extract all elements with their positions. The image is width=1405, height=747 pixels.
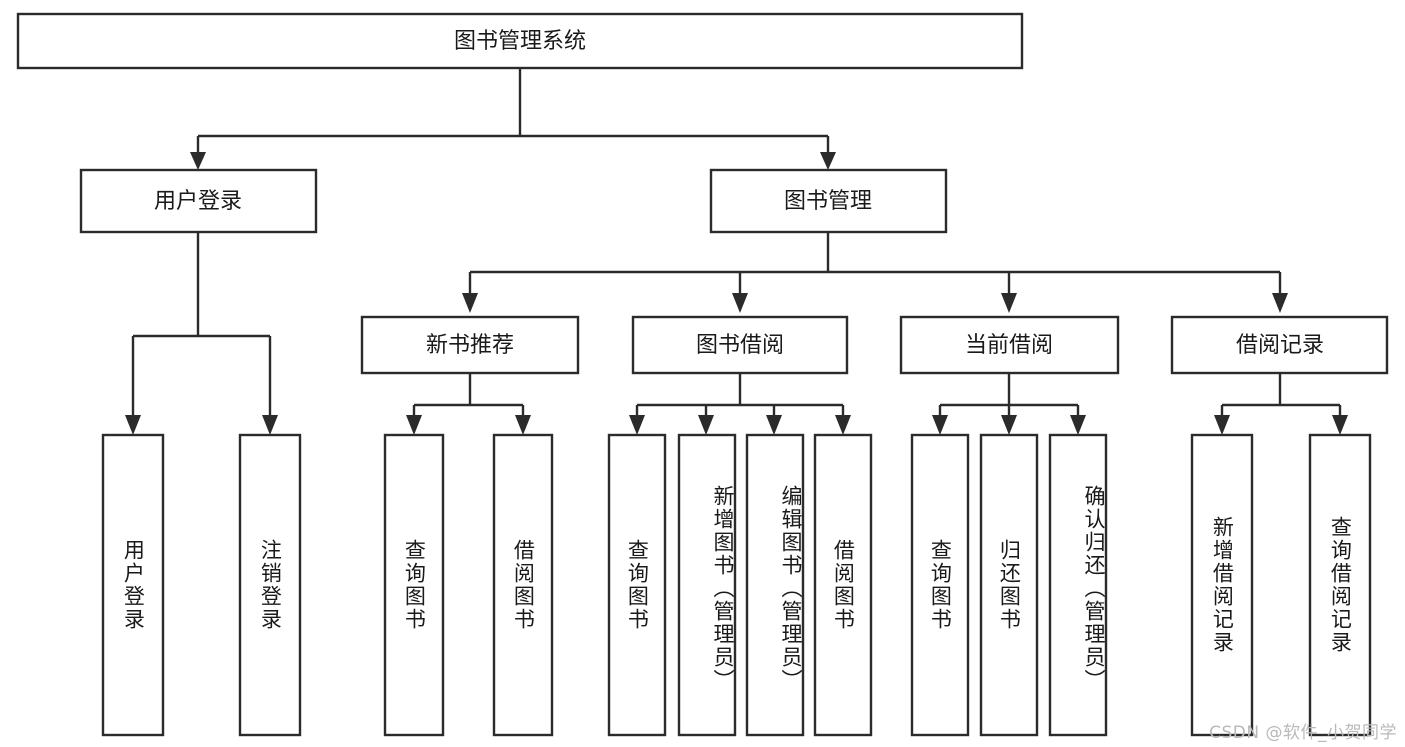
arrow-head-leaf-confirm-return bbox=[1070, 415, 1086, 435]
node-new-book-recommend-box[interactable] bbox=[360, 315, 580, 375]
arrow-head-user-login bbox=[190, 152, 206, 170]
node-book-management-box[interactable] bbox=[709, 168, 948, 234]
node-book-borrow-label: 图书借阅 bbox=[696, 333, 784, 358]
node-new-book-recommend[interactable]: 新书推荐 bbox=[360, 315, 580, 375]
node-leaf-borrow-book-2-box[interactable] bbox=[813, 433, 873, 737]
node-leaf-user-login-box[interactable] bbox=[101, 433, 165, 737]
node-borrow-record-label: 借阅记录 bbox=[1236, 333, 1324, 358]
arrow-head-leaf-add-record bbox=[1214, 415, 1230, 435]
arrow-head-leaf-borrow-book-1 bbox=[515, 415, 531, 435]
arrow-head-leaf-user-login bbox=[125, 415, 141, 435]
node-leaf-add-record-box[interactable] bbox=[1190, 433, 1254, 737]
node-current-borrow[interactable]: 当前借阅 bbox=[899, 315, 1120, 375]
arrow-head-new-book-recommend bbox=[462, 293, 478, 313]
node-root-box[interactable] bbox=[16, 12, 1024, 70]
node-leaf-edit-book-box[interactable] bbox=[745, 433, 805, 737]
node-book-management-label: 图书管理 bbox=[784, 189, 872, 214]
node-leaf-query-book-2-box[interactable] bbox=[607, 433, 667, 737]
node-book-borrow-box[interactable] bbox=[631, 315, 849, 375]
node-book-management[interactable]: 图书管理 bbox=[709, 168, 948, 234]
node-current-borrow-box[interactable] bbox=[899, 315, 1120, 375]
arrow-head-borrow-record bbox=[1272, 293, 1288, 313]
arrow-head-book-borrow bbox=[732, 293, 748, 313]
arrow-head-leaf-return-book bbox=[1001, 415, 1017, 435]
arrow-head-leaf-query-record bbox=[1332, 415, 1348, 435]
node-new-book-recommend-label: 新书推荐 bbox=[426, 333, 514, 358]
arrow-head-leaf-query-book-3 bbox=[932, 415, 948, 435]
arrow-head-book-management bbox=[820, 152, 836, 170]
node-leaf-return-book-box[interactable] bbox=[979, 433, 1039, 737]
arrow-head-leaf-borrow-book-2 bbox=[835, 415, 851, 435]
node-user-login-label: 用户登录 bbox=[154, 189, 242, 214]
node-leaf-confirm-return-box[interactable] bbox=[1048, 433, 1108, 737]
node-leaf-query-book-1-box[interactable] bbox=[383, 433, 445, 737]
node-borrow-record[interactable]: 借阅记录 bbox=[1170, 315, 1389, 375]
arrow-head-leaf-query-book-2 bbox=[629, 415, 645, 435]
node-leaf-query-book-3-box[interactable] bbox=[910, 433, 970, 737]
arrow-head-current-borrow bbox=[1001, 293, 1017, 313]
arrow-head-leaf-logout-login bbox=[262, 415, 278, 435]
node-user-login-box[interactable] bbox=[79, 168, 318, 234]
watermark-text: CSDN @软件_小贺同学 bbox=[1209, 723, 1397, 743]
node-book-borrow[interactable]: 图书借阅 bbox=[631, 315, 849, 375]
arrow-head-leaf-add-book bbox=[698, 415, 714, 435]
node-borrow-record-box[interactable] bbox=[1170, 315, 1389, 375]
node-root[interactable]: 图书管理系统 bbox=[16, 12, 1024, 70]
node-current-borrow-label: 当前借阅 bbox=[965, 333, 1053, 358]
node-leaf-borrow-book-1-box[interactable] bbox=[492, 433, 554, 737]
connector-group bbox=[125, 68, 1348, 435]
node-leaf-logout-login-box[interactable] bbox=[238, 433, 302, 737]
node-leaf-add-book-box[interactable] bbox=[677, 433, 737, 737]
node-root-label: 图书管理系统 bbox=[454, 29, 586, 54]
arrow-head-leaf-query-book-1 bbox=[406, 415, 422, 435]
arrow-head-leaf-edit-book bbox=[766, 415, 782, 435]
node-leaf-query-record-box[interactable] bbox=[1308, 433, 1372, 737]
node-user-login[interactable]: 用户登录 bbox=[79, 168, 318, 234]
